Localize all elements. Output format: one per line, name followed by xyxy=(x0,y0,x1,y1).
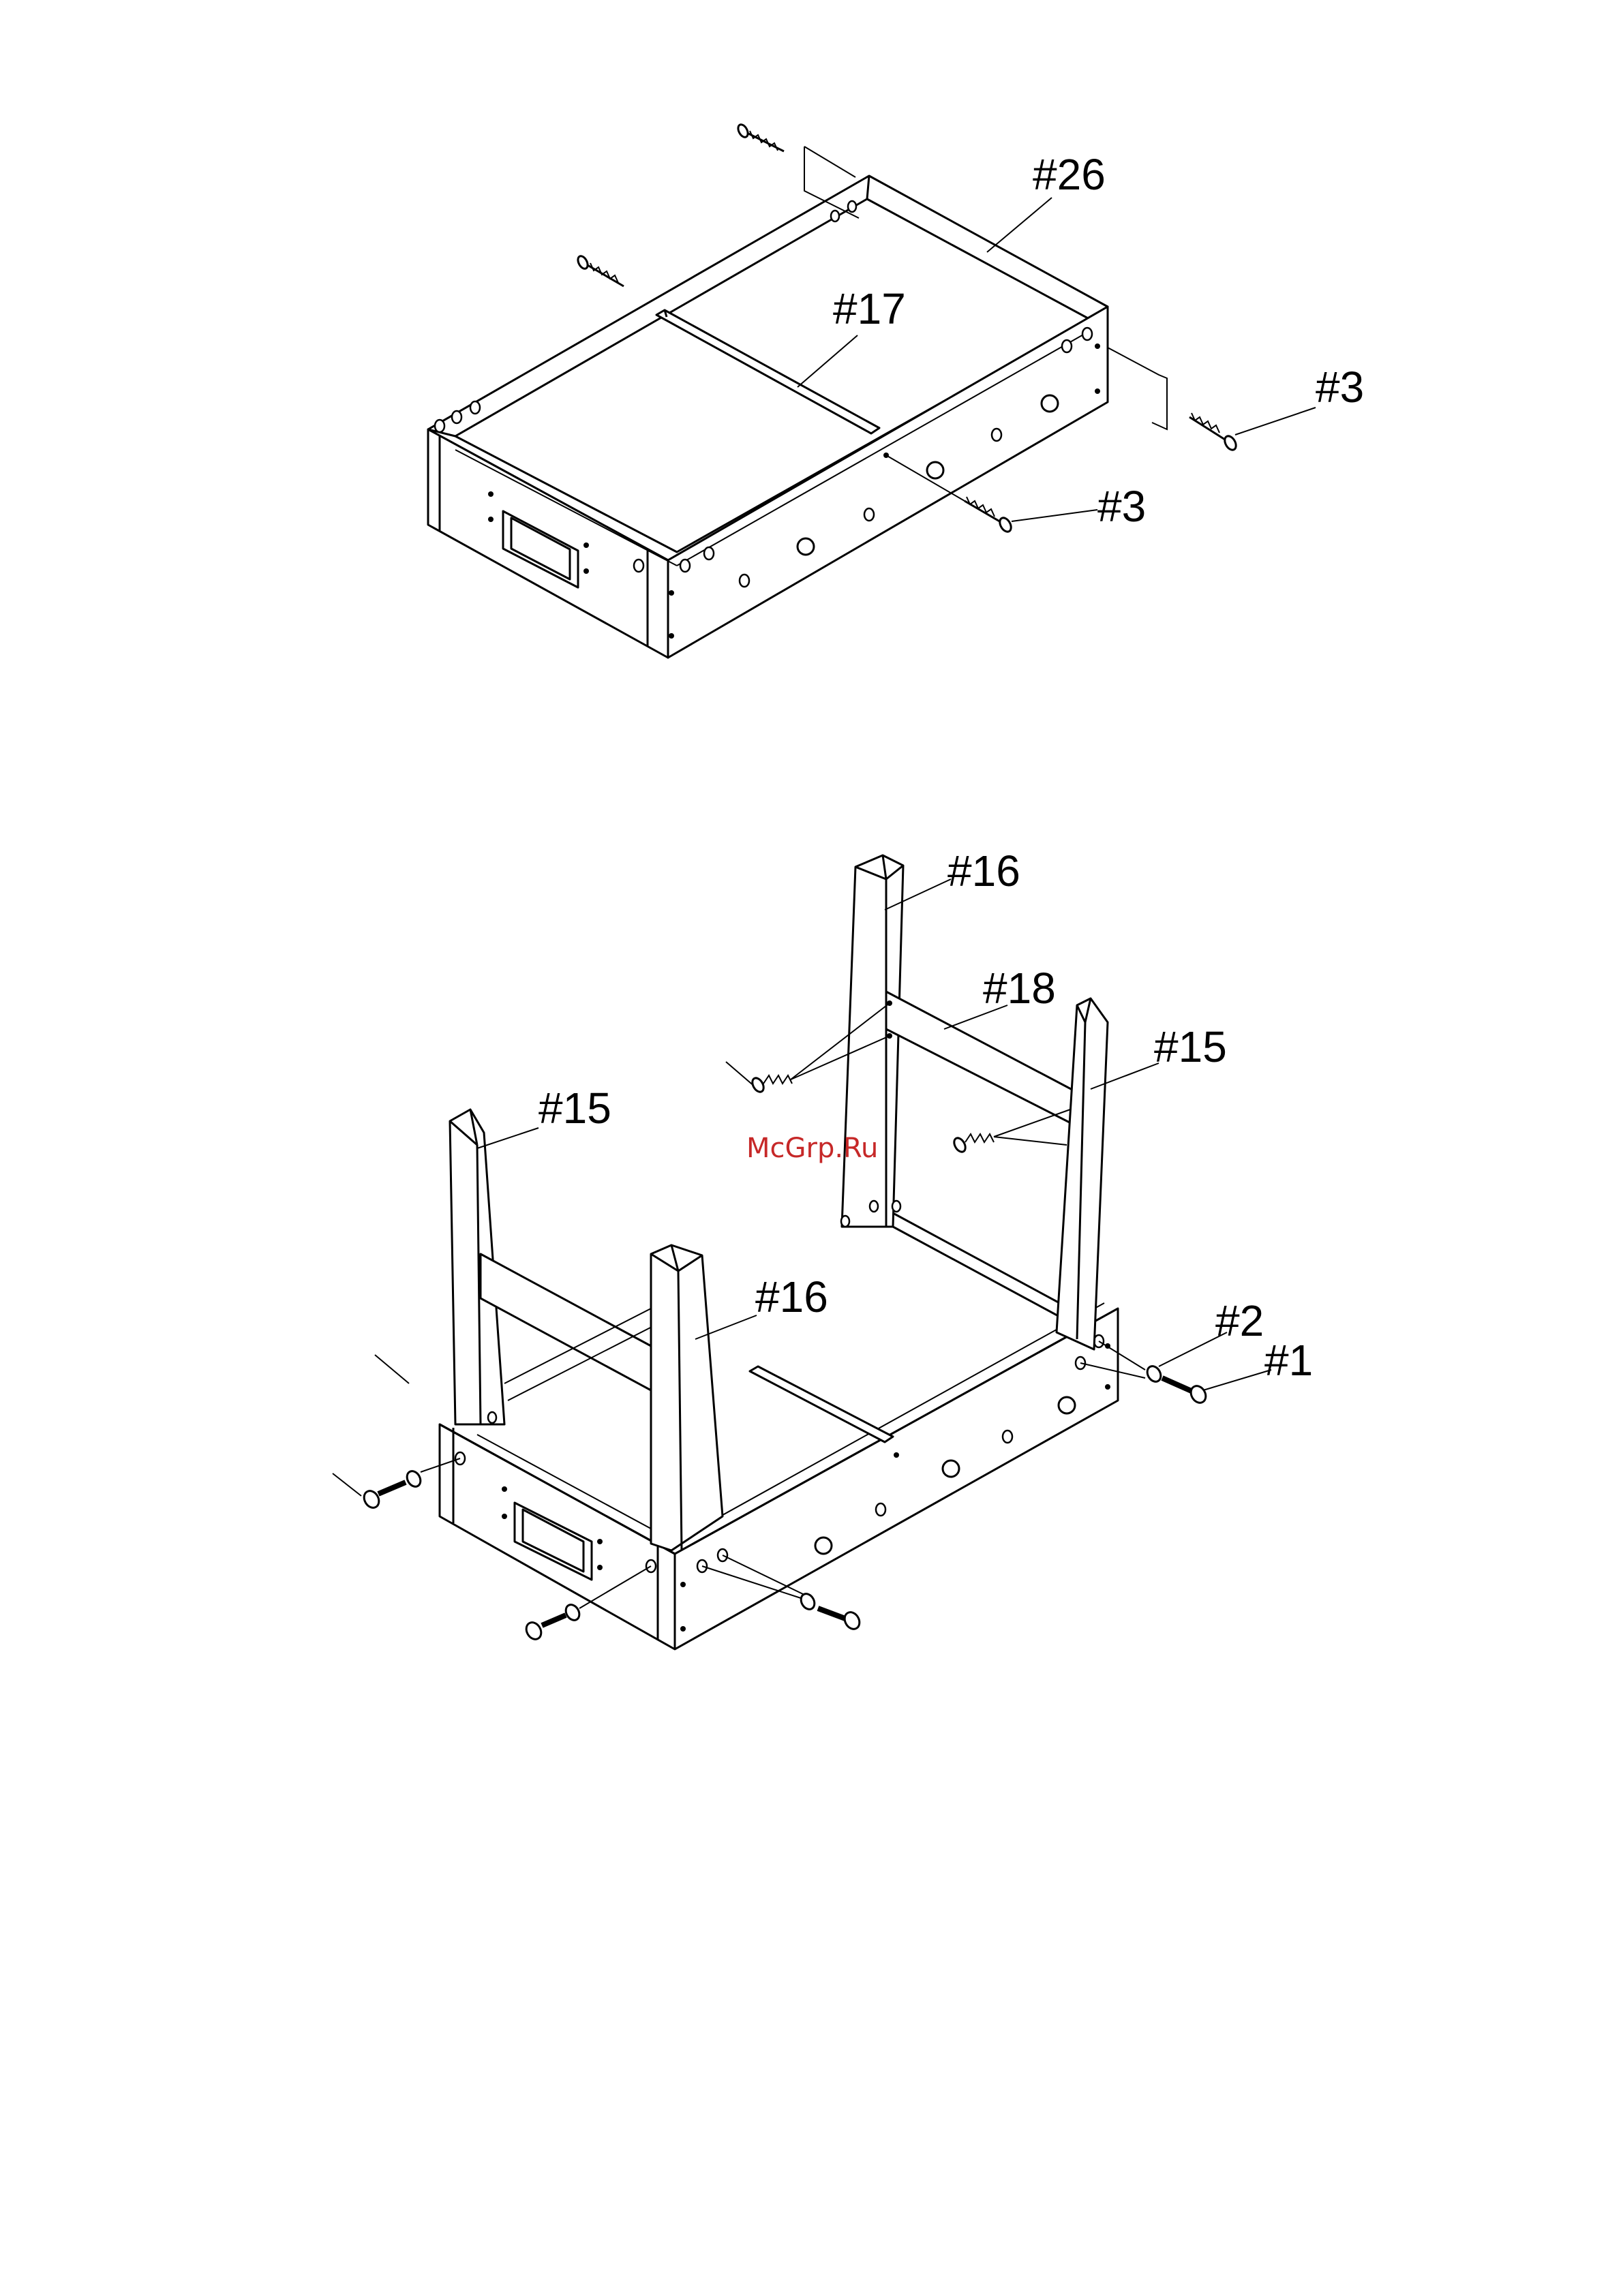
screw-top-left-2 xyxy=(576,254,624,286)
screw-top-left-1 xyxy=(736,123,784,151)
watermark: McGrp.Ru xyxy=(746,1133,878,1164)
label-part-15-left: #15 xyxy=(539,1084,611,1133)
frame-assembly-diagram: #26 #17 #3 #3 xyxy=(428,123,1364,658)
label-part-3-right: #3 xyxy=(1316,363,1364,412)
label-part-17: #17 xyxy=(833,284,906,333)
label-part-1: #1 xyxy=(1264,1336,1313,1385)
leg-front-16 xyxy=(651,1245,723,1550)
label-part-3-front: #3 xyxy=(1097,482,1146,531)
base-assembly-diagram: #16 #18 #15 #15 #16 #2 #1 xyxy=(333,846,1313,1649)
label-part-26: #26 xyxy=(1033,150,1106,199)
leg-back-right-15 xyxy=(1057,998,1108,1349)
rail-18 xyxy=(886,992,1074,1319)
screw-right xyxy=(1108,348,1239,452)
label-part-16-front: #16 xyxy=(755,1272,828,1321)
label-part-18: #18 xyxy=(983,964,1056,1013)
label-part-15-right: #15 xyxy=(1154,1022,1227,1071)
label-part-16-back: #16 xyxy=(947,846,1020,896)
screw-right-leg xyxy=(952,1109,1070,1154)
leg-back-16 xyxy=(841,855,903,1227)
frame-box xyxy=(428,176,1108,658)
base-box xyxy=(440,1303,1118,1649)
label-part-2: #2 xyxy=(1215,1296,1264,1345)
